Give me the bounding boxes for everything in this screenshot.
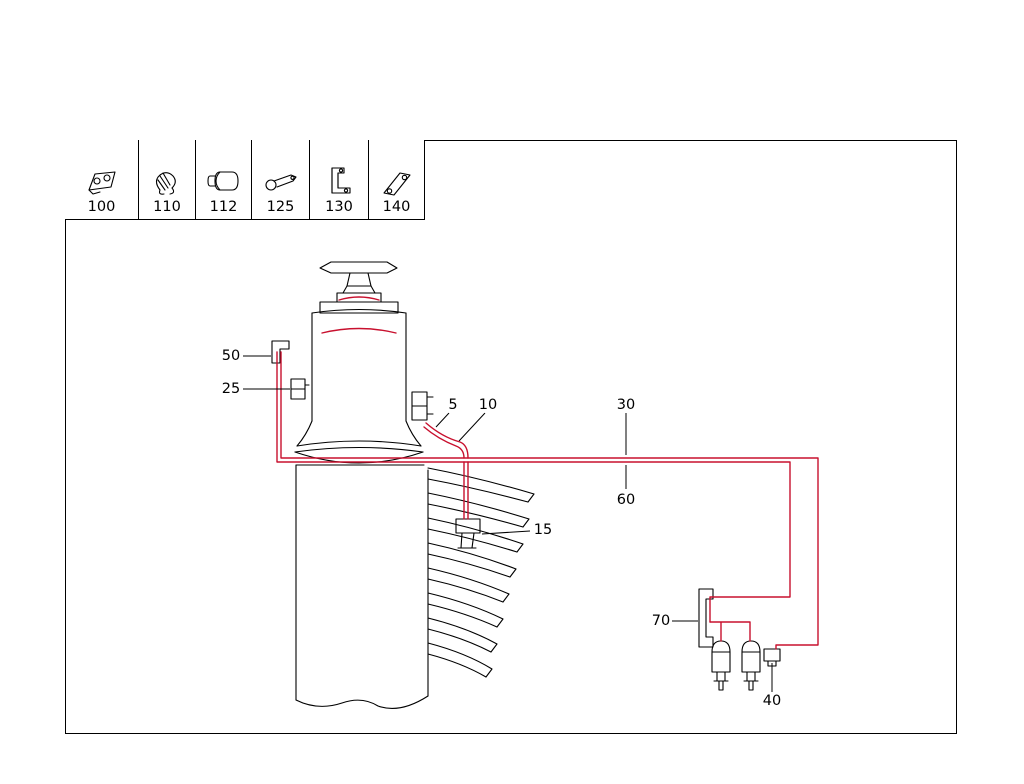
legend-item-112[interactable]: 112 (196, 140, 252, 219)
legend-item-140[interactable]: 140 (369, 140, 425, 219)
callout-10[interactable]: 10 (477, 396, 499, 413)
legend-label-130: 130 (325, 199, 353, 216)
callout-50[interactable]: 50 (220, 347, 242, 364)
callout-25[interactable]: 25 (220, 380, 242, 397)
angle-bracket-icon (331, 167, 351, 194)
legend-item-130[interactable]: 130 (310, 140, 369, 219)
callout-5[interactable]: 5 (447, 396, 459, 413)
callout-30[interactable]: 30 (615, 396, 637, 413)
legend-label-125: 125 (266, 199, 295, 216)
legend-item-100[interactable]: 100 (65, 140, 139, 219)
legend-label-100: 100 (87, 199, 116, 216)
callout-40[interactable]: 40 (761, 692, 783, 709)
clamp-bracket-icon (87, 171, 116, 195)
spring-clip-icon (155, 172, 176, 195)
callout-70[interactable]: 70 (650, 612, 672, 629)
cable-clip-icon (264, 174, 297, 191)
legend-item-125[interactable]: 125 (252, 140, 310, 219)
legend-item-110[interactable]: 110 (139, 140, 196, 219)
callout-60[interactable]: 60 (615, 491, 637, 508)
legend-label-112: 112 (209, 199, 238, 216)
callout-15[interactable]: 15 (532, 521, 554, 538)
diagram-frame: 100 110 112 (65, 140, 957, 734)
tube-clamp-icon (206, 171, 239, 191)
legend-label-140: 140 (382, 199, 411, 216)
parts-legend: 100 110 112 (65, 140, 425, 220)
strap-bracket-icon (382, 172, 411, 196)
legend-label-110: 110 (153, 199, 181, 216)
